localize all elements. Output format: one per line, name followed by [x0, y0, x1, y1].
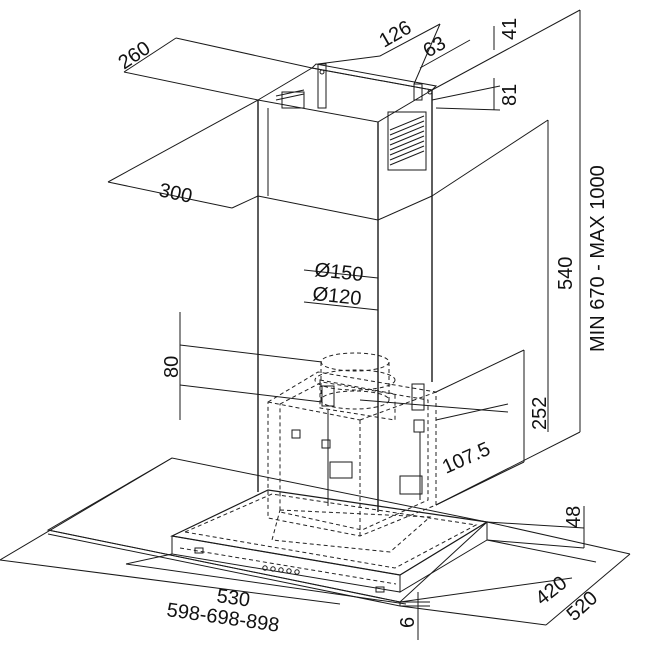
label-chimney-length: 540 [555, 257, 577, 290]
label-outlet-height: 80 [161, 356, 183, 378]
label-duct-inner: Ø120 [311, 283, 362, 310]
canopy-frame [170, 489, 489, 593]
label-hood-depth: 520 [563, 587, 603, 626]
wall-edge [0, 457, 173, 561]
label-glass-thickness: 6 [397, 617, 419, 628]
label-total-height: MIN 670 - MAX 1000 [587, 165, 609, 352]
label-outlet-offset: 107.5 [439, 438, 494, 478]
dimension-lines [0, 9, 631, 640]
label-body-width: 530 [215, 585, 251, 611]
label-bracket-width: 126 [376, 17, 416, 53]
wall-bracket [275, 63, 438, 109]
label-chimney-depth: 260 [114, 37, 154, 74]
label-bracket-height: 81 [499, 84, 521, 106]
label-body-height: 252 [529, 397, 551, 430]
vent-slots [387, 111, 427, 171]
label-bracket-offset: 63 [420, 32, 450, 62]
chimney [256, 63, 438, 512]
label-body-depth: 420 [532, 572, 572, 610]
label-chimney-width: 300 [157, 179, 194, 207]
label-canopy-height: 48 [563, 506, 585, 528]
label-duct-outer: Ø150 [313, 259, 364, 286]
label-top-gap: 41 [499, 18, 521, 40]
